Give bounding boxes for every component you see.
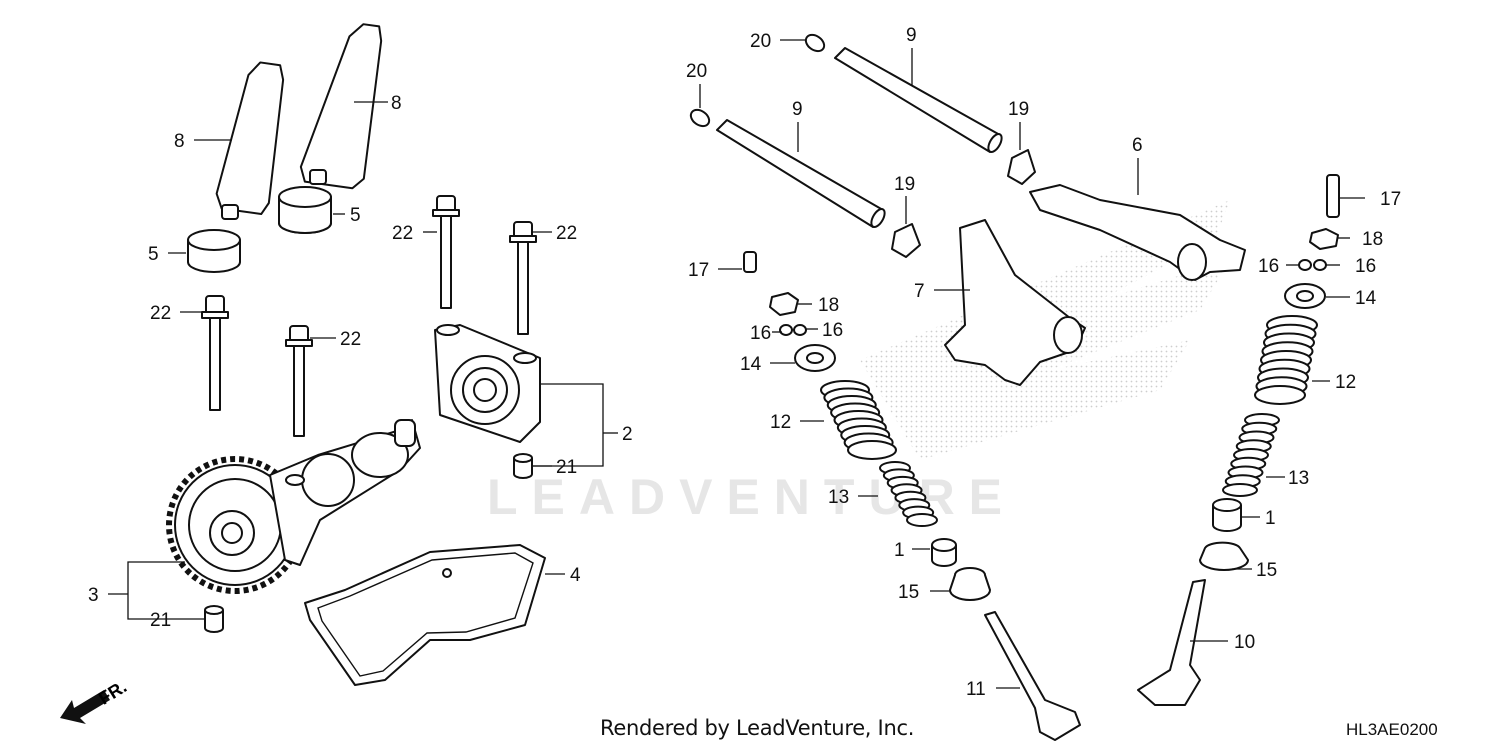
bolt-22-b[interactable]: [285, 325, 313, 437]
callout-12: 12: [1335, 372, 1356, 393]
callout-11: 11: [966, 679, 986, 700]
callout-6: 6: [1132, 135, 1143, 156]
rendered-by-credit: Rendered by LeadVenture, Inc.: [600, 716, 915, 740]
seal-19-upper[interactable]: [1007, 149, 1036, 185]
nut-18-left[interactable]: [769, 292, 799, 316]
callout-8: 8: [174, 131, 185, 152]
callout-12: 12: [770, 412, 791, 433]
pushrod-8-right[interactable]: [299, 18, 385, 190]
callout-1: 1: [1265, 508, 1276, 529]
rocker-shaft-9-upper[interactable]: [834, 47, 1004, 154]
ring-20-lower[interactable]: [688, 107, 712, 130]
callout-5: 5: [350, 205, 361, 226]
callout-10: 10: [1234, 632, 1255, 653]
callout-14: 14: [1355, 288, 1377, 309]
spring-coil: [1222, 483, 1258, 497]
front-arrow-icon: [60, 690, 110, 724]
seal-19-lower[interactable]: [891, 223, 921, 258]
callout-15: 15: [898, 582, 919, 603]
pushrod-8-left[interactable]: [215, 59, 288, 220]
spring-12-right[interactable]: [1254, 315, 1318, 405]
seat-15-right[interactable]: [1199, 541, 1249, 571]
callout-19: 19: [894, 174, 915, 195]
callout-3: 3: [88, 585, 99, 606]
dowel-21-upper[interactable]: [513, 453, 533, 479]
callout-22: 22: [392, 223, 413, 244]
callout-5: 5: [148, 244, 159, 265]
callout-13: 13: [1288, 468, 1309, 489]
spring-coil: [847, 440, 897, 460]
callout-16: 16: [750, 323, 771, 344]
callout-4: 4: [570, 565, 581, 586]
adjuster-17-left[interactable]: [743, 251, 757, 273]
bushing-5-upper[interactable]: [278, 186, 332, 234]
rocker-arm-6[interactable]: [1029, 184, 1246, 281]
callout-17: 17: [1380, 189, 1401, 210]
rocker-arm-7[interactable]: [944, 219, 1086, 386]
callout-21: 21: [150, 610, 171, 631]
callout-20: 20: [750, 31, 771, 52]
callout-9: 9: [792, 99, 803, 120]
bolt-22-a[interactable]: [201, 295, 229, 411]
callout-17: 17: [688, 260, 709, 281]
bearing-holder-2[interactable]: [434, 324, 541, 443]
cotter-16-right[interactable]: [1298, 259, 1327, 271]
callout-19: 19: [1008, 99, 1029, 120]
callout-18: 18: [1362, 229, 1383, 250]
spring-coil: [1254, 385, 1306, 405]
ring-20-upper[interactable]: [803, 32, 827, 55]
callout-7: 7: [914, 281, 925, 302]
camshaft-sprocket-3[interactable]: [166, 419, 421, 594]
diagram-code: HL3AE0200: [1346, 720, 1438, 739]
valve-10[interactable]: [1137, 579, 1206, 706]
callout-labels: 8 8 5 5 22 22 22 22 2 21 21 3 4 20 20 9 …: [88, 25, 1401, 709]
spring-13-right[interactable]: [1222, 413, 1280, 497]
callout-16: 16: [1258, 256, 1279, 277]
leader-lines: [108, 39, 1365, 689]
retainer-14-left[interactable]: [794, 344, 836, 372]
callout-8: 8: [391, 93, 402, 114]
cover-gasket-4[interactable]: [304, 544, 546, 686]
retainer-14-right[interactable]: [1284, 283, 1326, 309]
bolt-22-c[interactable]: [432, 195, 460, 309]
callout-22: 22: [340, 329, 361, 350]
callout-20: 20: [686, 61, 707, 82]
callout-2: 2: [622, 424, 633, 445]
dowel-21-lower[interactable]: [204, 605, 224, 633]
cotter-16-left[interactable]: [779, 324, 807, 336]
seal-1-left[interactable]: [931, 538, 957, 567]
callout-1: 1: [894, 540, 905, 561]
bolt-22-d[interactable]: [509, 221, 537, 335]
callout-22: 22: [556, 223, 577, 244]
spring-coil: [906, 513, 938, 527]
nut-18-right[interactable]: [1309, 228, 1339, 250]
callout-13: 13: [828, 487, 849, 508]
adjuster-17-right[interactable]: [1326, 174, 1340, 218]
callout-14: 14: [740, 354, 762, 375]
spring-13-left[interactable]: [879, 461, 938, 527]
callout-15: 15: [1256, 560, 1277, 581]
seat-15-left[interactable]: [949, 567, 991, 601]
seal-1-right[interactable]: [1212, 498, 1242, 532]
callout-22: 22: [150, 303, 171, 324]
callout-16: 16: [822, 320, 843, 341]
callout-21: 21: [556, 457, 577, 478]
callout-9: 9: [906, 25, 917, 46]
valve-11[interactable]: [984, 611, 1081, 741]
rocker-shaft-9-lower[interactable]: [716, 119, 887, 229]
spring-12-left[interactable]: [820, 380, 897, 460]
callout-18: 18: [818, 295, 839, 316]
callout-16: 16: [1355, 256, 1376, 277]
bushing-5-lower[interactable]: [187, 229, 241, 273]
